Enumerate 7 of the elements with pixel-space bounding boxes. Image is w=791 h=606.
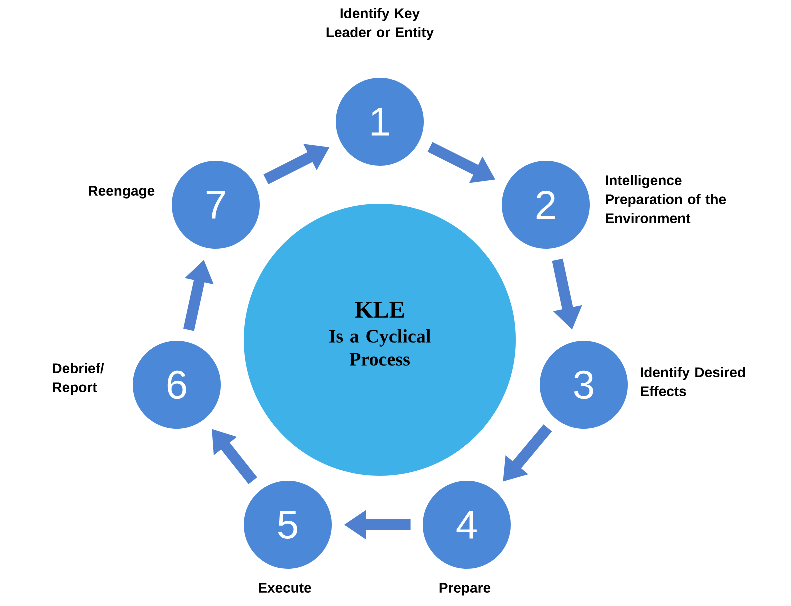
step-label: Intelligence Preparation of the Environment	[606, 175, 726, 224]
step-label: Identify Key Leader or Entity	[326, 8, 434, 40]
step-label: Reengage	[89, 186, 155, 199]
step-label: Execute	[259, 583, 312, 593]
step-label: Debrief/ Report	[53, 363, 104, 396]
step-label: Identify Desired Effects	[641, 367, 746, 396]
step-label: Prepare	[440, 583, 491, 596]
